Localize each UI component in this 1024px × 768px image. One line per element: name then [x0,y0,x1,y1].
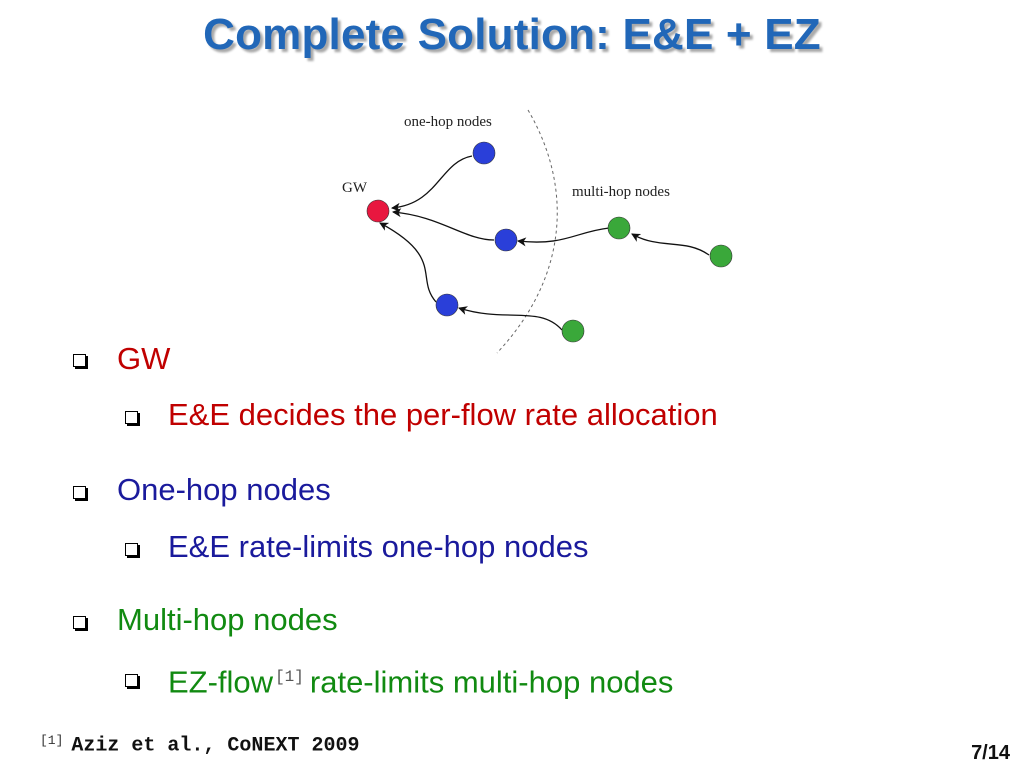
network-diagram: GW one-hop nodes multi-hop nodes [342,109,733,354]
multi-hop-label: multi-hop nodes [572,184,670,200]
bullet-box-icon [73,354,86,367]
bullet-box-icon [125,411,138,424]
rate-limits-text: rate-limits multi-hop nodes [309,664,674,700]
ez-flow-text: EZ-flow [168,664,274,700]
citation-marker: [1] [275,668,304,686]
bullet-multi-hop-sub: EZ-flow[1] rate-limits multi-hop nodes [168,659,673,700]
gateway-node [366,199,390,223]
one-hop-node [472,141,496,165]
footnote-reference: Aziz et al., CoNEXT 2009 [71,734,360,758]
multi-hop-node [607,216,631,240]
link-onehop-top-to-gw [391,155,473,212]
link-multihop3-to-onehop-bottom [458,306,563,331]
bullet-one-hop: One-hop nodes [117,472,331,507]
hop-boundary [496,109,558,354]
bullet-box-icon [73,486,86,499]
page-number: 7/14 [971,742,1010,764]
bullet-gw-sub: E&E decides the per-flow rate allocation [168,397,718,432]
footnote-mark: [1] [40,733,64,748]
multi-hop-node [709,244,733,268]
one-hop-node [435,293,459,317]
link-onehop-mid-to-gw [392,208,495,241]
gw-label: GW [342,180,368,196]
link-multihop2-to-multihop1 [631,233,710,256]
bullet-gw: GW [117,341,171,376]
bullet-box-icon [73,616,86,629]
bullet-one-hop-sub: E&E rate-limits one-hop nodes [168,529,589,564]
bullet-multi-hop: Multi-hop nodes [117,602,338,637]
one-hop-node [494,228,518,252]
link-onehop-bottom-to-gw [379,222,437,303]
multi-hop-node [561,319,585,343]
bullet-box-icon [125,674,138,687]
bullet-box-icon [125,543,138,556]
link-multihop1-to-onehop-mid [517,227,610,247]
footnote: [1] Aziz et al., CoNEXT 2009 [40,733,359,757]
one-hop-label: one-hop nodes [404,114,492,130]
slide-title: Complete Solution: E&E + EZ [203,10,821,59]
